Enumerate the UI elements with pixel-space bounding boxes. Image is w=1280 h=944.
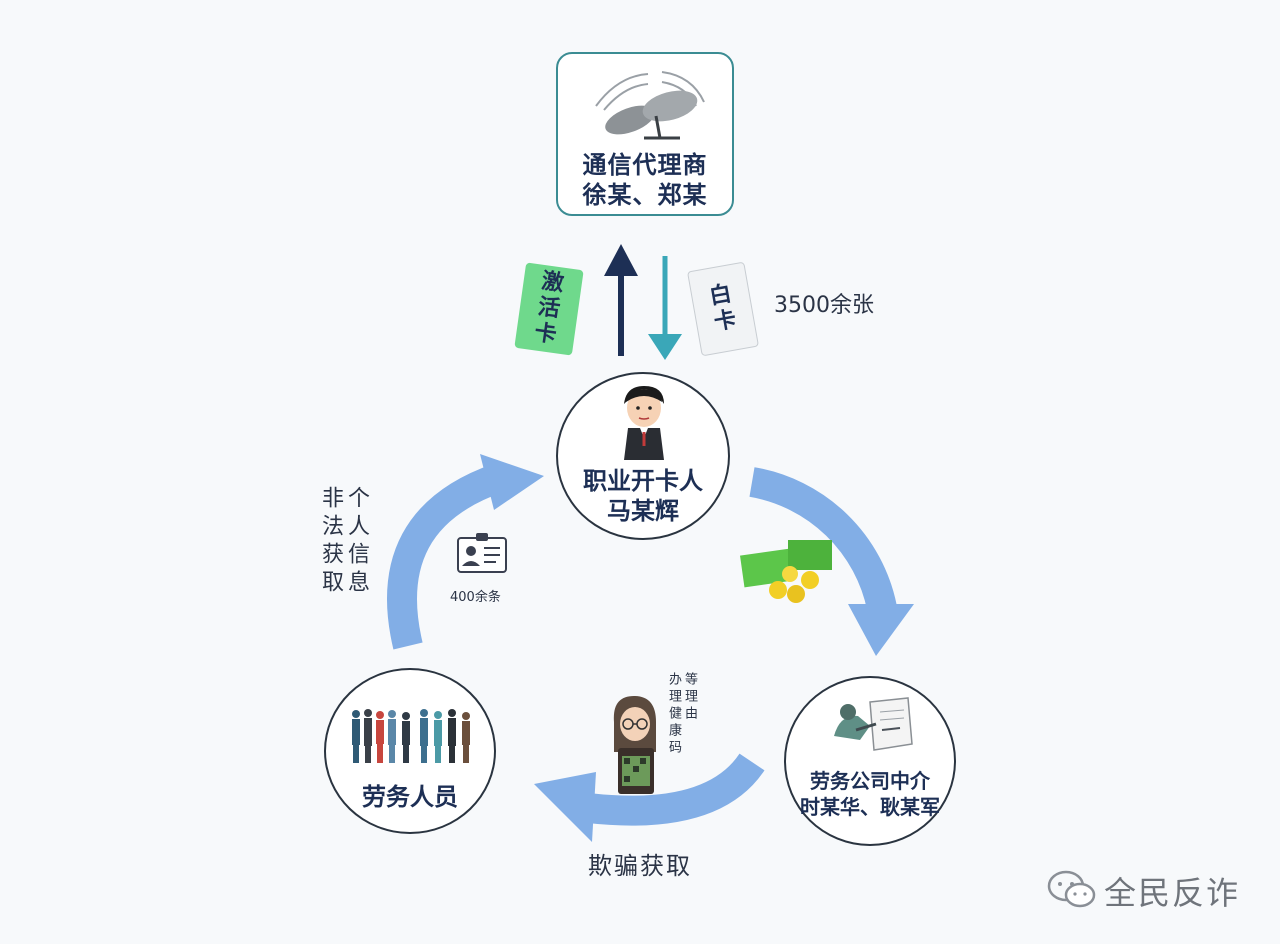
arrow-head-laborers bbox=[534, 772, 596, 842]
blank-card-count: 3500余张 bbox=[774, 293, 874, 318]
satellite-dish-icon bbox=[595, 71, 705, 140]
activated-card-char: 卡 bbox=[532, 320, 559, 349]
labor-broker-names: 时某华、耿某军 bbox=[800, 795, 940, 819]
info-text-col1: 个人信息 bbox=[344, 486, 369, 598]
activated-card-char: 活 bbox=[536, 294, 562, 323]
card-opener-name: 马某辉 bbox=[607, 497, 679, 525]
info-count: 400余条 bbox=[450, 590, 501, 605]
card-opener-node: 职业开卡人 马某辉 bbox=[556, 372, 730, 540]
man-icon bbox=[624, 386, 664, 460]
info-text-col2: 非法获取 bbox=[318, 486, 343, 598]
telecom-agent-box: 通信代理商 徐某、郑某 bbox=[556, 52, 734, 216]
telecom-agent-names: 徐某、郑某 bbox=[582, 181, 708, 209]
contract-icon bbox=[834, 697, 913, 751]
woman-phone-icon bbox=[613, 696, 656, 794]
labor-broker-title: 劳务公司中介 bbox=[810, 769, 930, 793]
blank-card-char: 白 bbox=[707, 281, 734, 310]
activated-card: 激 活 卡 bbox=[514, 262, 584, 356]
activated-card-char: 激 bbox=[540, 268, 566, 297]
watermark-text: 全民反诈 bbox=[1104, 874, 1241, 912]
pretext-col1: 等理由 bbox=[682, 672, 697, 723]
arrow-laborers-to-opener bbox=[387, 463, 504, 650]
people-group-icon bbox=[352, 709, 470, 763]
arrow-head-opener bbox=[480, 454, 544, 510]
fraud-label: 欺骗获取 bbox=[588, 852, 692, 880]
arrow-down-head bbox=[648, 334, 682, 360]
id-card-icon bbox=[457, 533, 507, 573]
arrow-broker-to-laborers bbox=[586, 753, 765, 826]
telecom-agent-title: 通信代理商 bbox=[582, 151, 708, 179]
arrow-head-broker bbox=[848, 604, 914, 656]
arrow-up-head bbox=[604, 244, 638, 276]
laborers-label: 劳务人员 bbox=[362, 783, 458, 811]
money-icon bbox=[740, 540, 832, 603]
labor-broker-node: 劳务公司中介 时某华、耿某军 bbox=[784, 676, 956, 846]
blank-card-char: 卡 bbox=[712, 307, 739, 336]
card-opener-title: 职业开卡人 bbox=[583, 467, 703, 495]
arrow-opener-to-broker bbox=[749, 467, 897, 612]
pretext-col2: 办理健康码 bbox=[666, 672, 681, 757]
laborers-node: 劳务人员 bbox=[324, 668, 496, 834]
wechat-icon bbox=[1047, 870, 1096, 908]
